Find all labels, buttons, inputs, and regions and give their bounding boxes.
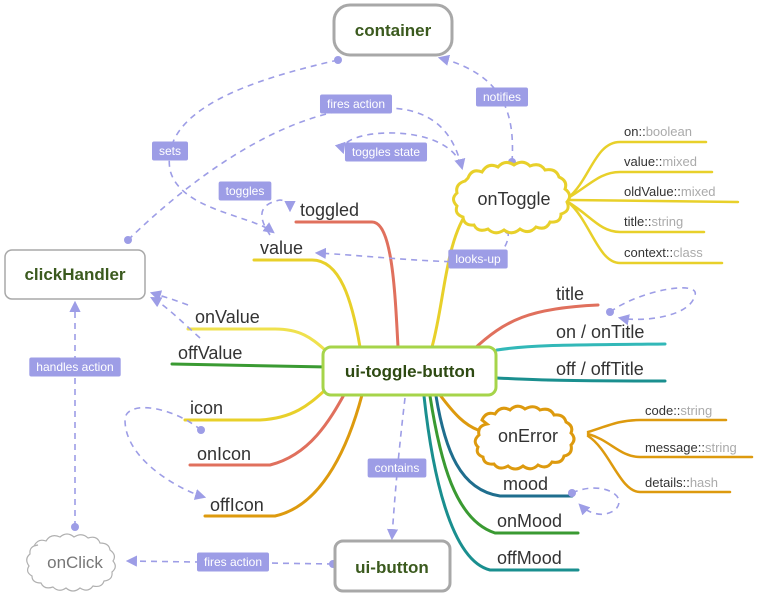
svg-text:handles action: handles action	[36, 360, 113, 374]
dot-sets	[334, 56, 342, 64]
prop-message: message::string	[645, 440, 737, 455]
node-click-handler[interactable]: clickHandler	[4, 249, 146, 300]
on-toggle-props: on::booleanvalue::mixedoldValue::mixedti…	[624, 124, 716, 260]
prop-on: on::boolean	[624, 124, 692, 139]
prop-line-details	[586, 434, 732, 494]
prop-context: context::class	[624, 245, 703, 260]
prop-line-context	[566, 200, 724, 265]
branch-icon: icon	[190, 398, 223, 418]
relation-line-title-loop	[609, 287, 696, 326]
branch-line-title	[471, 303, 600, 352]
branch-line-on-icon	[188, 391, 347, 467]
prop-line-old-value	[568, 198, 740, 204]
branch-line-on-title	[495, 342, 667, 352]
svg-text:toggles: toggles	[226, 184, 265, 198]
branch-title: title	[556, 284, 584, 304]
prop-line-title	[566, 200, 706, 234]
dot-fires-action-top	[124, 236, 132, 244]
relation-line-fires-action-top	[127, 106, 466, 241]
badge-toggles: toggles	[218, 181, 272, 201]
relation-line-mood-loop	[571, 487, 620, 516]
branch-off-mood: offMood	[497, 548, 562, 568]
svg-text:looks-up: looks-up	[455, 252, 501, 266]
svg-text:fires action: fires action	[204, 555, 262, 569]
dot-title-loop	[606, 308, 614, 316]
relation-line-off-value-click	[150, 296, 201, 339]
prop-line-on	[566, 140, 708, 200]
node-on-toggle-label: onToggle	[477, 189, 550, 209]
node-click-handler-label: clickHandler	[24, 265, 125, 284]
branch-on-title: on / onTitle	[556, 322, 644, 342]
svg-text:sets: sets	[159, 144, 181, 158]
branch-on-icon: onIcon	[197, 444, 251, 464]
prop-code: code::string	[645, 403, 712, 418]
relation-line-toggles-state	[334, 132, 463, 169]
branch-off-icon: offIcon	[210, 495, 264, 515]
badge-notifies: notifies	[475, 87, 529, 107]
relation-line-on-value-click	[149, 290, 189, 306]
dot-icon-loop	[197, 426, 205, 434]
branch-line-on-mood	[428, 394, 580, 535]
svg-text:fires action: fires action	[327, 97, 385, 111]
badge-handles-action: handles action	[29, 357, 121, 377]
branch-line-value	[252, 258, 362, 349]
branch-line-off-value	[170, 362, 330, 369]
branch-line-toggled	[294, 220, 400, 349]
prop-value: value::mixed	[624, 154, 697, 169]
branch-line-off-mood	[422, 394, 580, 572]
node-on-error-label: onError	[498, 426, 558, 446]
node-container-label: container	[355, 21, 432, 40]
prop-line-value	[566, 170, 714, 200]
badge-fires-action-top: fires action	[319, 94, 393, 114]
node-on-toggle[interactable]: onToggle	[452, 160, 572, 235]
branch-line-off-icon	[203, 393, 364, 518]
branch-line-on-error	[438, 393, 480, 432]
badge-contains: contains	[367, 458, 427, 478]
branch-lines	[170, 140, 754, 572]
relation-line-notifies	[437, 54, 514, 163]
relation-line-toggles	[261, 199, 296, 236]
prop-line-message	[586, 432, 754, 459]
branch-on-value: onValue	[195, 307, 260, 327]
branch-value: value	[260, 238, 303, 258]
branch-off-value: offValue	[178, 343, 242, 363]
badge-sets: sets	[151, 141, 189, 161]
node-on-click[interactable]: onClick	[26, 533, 116, 592]
svg-text:toggles state: toggles state	[352, 145, 420, 159]
relation-lines	[69, 54, 696, 567]
branch-line-mood	[434, 394, 574, 498]
svg-text:contains: contains	[375, 461, 420, 475]
node-ui-button-label: ui-button	[355, 558, 429, 577]
node-container[interactable]: container	[332, 3, 454, 57]
svg-text:notifies: notifies	[483, 90, 521, 104]
branch-labels: toggled value onValue offValue icon onIc…	[178, 200, 644, 568]
branch-toggled: toggled	[300, 200, 359, 220]
branch-on-mood: onMood	[497, 511, 562, 531]
branch-line-off-title	[495, 376, 667, 383]
dot-handles-action	[71, 523, 79, 531]
prop-details: details::hash	[645, 475, 718, 490]
badge-looks-up: looks-up	[448, 249, 508, 269]
badge-fires-action-bottom: fires action	[196, 552, 270, 572]
node-center-label: ui-toggle-button	[345, 362, 475, 381]
prop-title: title::string	[624, 214, 683, 229]
prop-old-value: oldValue::mixed	[624, 184, 716, 199]
dot-mood-loop	[568, 489, 576, 497]
node-ui-button[interactable]: ui-button	[333, 539, 452, 593]
node-on-error[interactable]: onError	[473, 404, 576, 471]
relation-line-icon-loop	[124, 406, 207, 500]
branch-off-title: off / offTitle	[556, 359, 644, 379]
branch-mood: mood	[503, 474, 548, 494]
node-on-click-label: onClick	[47, 553, 103, 572]
relation-badges: notifies fires action sets toggles state…	[29, 87, 529, 572]
relation-line-sets	[168, 59, 339, 234]
prop-line-code	[586, 418, 728, 434]
branch-line-on-toggle	[430, 206, 472, 349]
badge-toggles-state: toggles state	[344, 142, 428, 162]
node-center[interactable]: ui-toggle-button	[321, 345, 498, 397]
